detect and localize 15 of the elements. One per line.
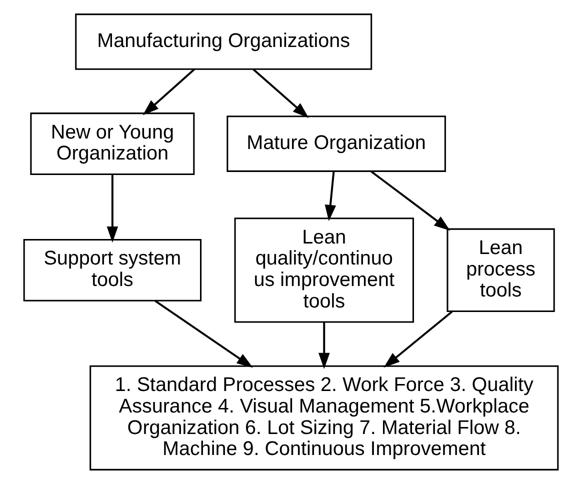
arrow (106, 174, 118, 243)
node-box: Lean process tools (446, 228, 555, 312)
arrow (384, 310, 453, 368)
arrow (318, 322, 330, 370)
node-box: Mature Organization (226, 116, 446, 172)
node-box: Manufacturing Organizations (75, 14, 372, 70)
arrow (154, 300, 253, 368)
node-box: 1. Standard Processes 2. Work Force 3. Quality Assurance 4. Visual Management 5.Workplace Organization 6. Lot Sizing 7. Material Flow 8. Machine 9. Continuous Improvement (90, 365, 559, 470)
node-box: Lean quality/continuo us improvement tools (234, 218, 414, 323)
arrow (370, 170, 450, 231)
arrow (324, 171, 336, 222)
node-box: Support system tools (23, 238, 202, 302)
arrow (252, 68, 309, 118)
node-box: New or Young Organization (30, 112, 195, 175)
arrow (142, 68, 196, 116)
